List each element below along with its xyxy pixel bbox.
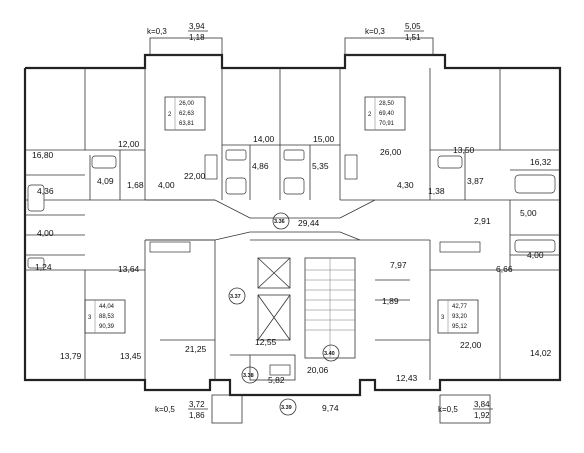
apartment-living-area: 42,77 — [452, 304, 468, 310]
apartment-box-4: 3 42,77 93,20 95,12 — [437, 299, 479, 334]
room-area: 13,79 — [60, 351, 82, 361]
tag-3-37: 3.37 — [230, 294, 241, 300]
room-area: 5,82 — [268, 375, 285, 385]
tag-3-40: 3.40 — [324, 351, 335, 357]
room-area: 16,80 — [32, 150, 54, 160]
room-area: 4,00 — [37, 228, 54, 238]
svg-text:3,94: 3,94 — [189, 22, 205, 31]
apartment-total-area: 93,20 — [452, 314, 468, 320]
room-area: 12,43 — [396, 373, 418, 383]
room-area: 14,02 — [530, 348, 552, 358]
apartment-total-area: 62,63 — [179, 111, 195, 117]
coefficient-bottom-left: k=0,5 3,72 1,86 — [155, 400, 208, 420]
room-area: 12,00 — [118, 139, 140, 149]
apartment-living-area: 26,00 — [179, 101, 195, 107]
room-area: 1,89 — [382, 296, 399, 306]
svg-text:k=0,5: k=0,5 — [438, 405, 458, 414]
room-area: 2,91 — [474, 216, 491, 226]
apartment-rooms: 2 — [168, 112, 172, 118]
svg-text:3,84: 3,84 — [474, 400, 490, 409]
room-area: 13,64 — [118, 264, 140, 274]
svg-text:5,05: 5,05 — [405, 22, 421, 31]
room-area: 7,97 — [390, 260, 407, 270]
apartment-total-area-k: 95,12 — [452, 324, 468, 330]
coefficient-top-left: k=0,3 3,94 1,18 — [147, 22, 208, 42]
room-area: 6,66 — [496, 264, 513, 274]
svg-text:1,86: 1,86 — [189, 411, 205, 420]
circle-tags: 3.36 3.37 3.38 3.39 3.40 — [228, 212, 340, 416]
room-area: 3,87 — [467, 176, 484, 186]
room-labels: 16,80 4,36 4,00 1,24 12,00 4,09 1,68 4,0… — [32, 134, 552, 413]
room-area: 5,35 — [312, 161, 329, 171]
apartment-total-area-k: 70,91 — [379, 121, 395, 127]
apartment-total-area: 88,53 — [99, 314, 115, 320]
room-area: 21,25 — [185, 344, 207, 354]
room-area: 12,55 — [255, 337, 277, 347]
svg-text:k=0,3: k=0,3 — [365, 27, 385, 36]
svg-text:1,18: 1,18 — [189, 33, 205, 42]
fixtures — [27, 149, 556, 376]
room-area: 29,44 — [298, 218, 320, 228]
room-area: 4,36 — [37, 186, 54, 196]
room-area: 20,06 — [307, 365, 329, 375]
svg-text:3,72: 3,72 — [189, 400, 205, 409]
room-area: 4,00 — [527, 250, 544, 260]
svg-text:1,51: 1,51 — [405, 33, 421, 42]
room-area: 22,00 — [184, 171, 206, 181]
tag-3-36: 3.36 — [274, 219, 285, 225]
tag-3-38: 3.38 — [243, 373, 254, 379]
room-area: 13,45 — [120, 351, 142, 361]
room-area: 1,38 — [428, 186, 445, 196]
svg-text:k=0,3: k=0,3 — [147, 27, 167, 36]
room-area: 4,30 — [397, 180, 414, 190]
apartment-rooms: 3 — [88, 315, 92, 321]
apartment-box-3: 3 44,04 88,53 90,39 — [84, 299, 126, 334]
room-area: 1,24 — [35, 262, 52, 272]
svg-text:k=0,5: k=0,5 — [155, 405, 175, 414]
interior-walls — [25, 68, 560, 381]
svg-text:1,92: 1,92 — [474, 411, 490, 420]
room-area: 4,86 — [252, 161, 269, 171]
apartment-rooms: 2 — [368, 112, 372, 118]
apartment-box-1: 2 26,00 62,63 63,81 — [164, 96, 206, 131]
room-area: 14,00 — [253, 134, 275, 144]
room-area: 1,68 — [127, 180, 144, 190]
room-area: 5,00 — [520, 208, 537, 218]
room-area: 4,09 — [97, 176, 114, 186]
apartment-rooms: 3 — [441, 315, 445, 321]
room-area: 16,32 — [530, 157, 552, 167]
outer-walls — [23, 37, 562, 424]
apartment-total-area-k: 63,81 — [179, 121, 195, 127]
apartment-total-area-k: 90,39 — [99, 324, 115, 330]
room-area: 15,00 — [313, 134, 335, 144]
tag-3-39: 3.39 — [281, 405, 292, 411]
apartment-living-area: 44,04 — [99, 304, 115, 310]
apartment-total-area: 69,40 — [379, 111, 395, 117]
room-area: 13,50 — [453, 145, 475, 155]
room-area: 22,00 — [460, 340, 482, 350]
room-area: 26,00 — [380, 147, 402, 157]
apartment-box-2: 2 28,50 69,40 70,91 — [364, 96, 406, 131]
coefficient-bottom-right: k=0,5 3,84 1,92 — [438, 400, 493, 420]
coefficient-top-right: k=0,3 5,05 1,51 — [365, 22, 424, 42]
corridor-outline — [145, 199, 376, 219]
room-area: 9,74 — [322, 403, 339, 413]
apartment-living-area: 28,50 — [379, 101, 395, 107]
room-area: 4,00 — [158, 180, 175, 190]
